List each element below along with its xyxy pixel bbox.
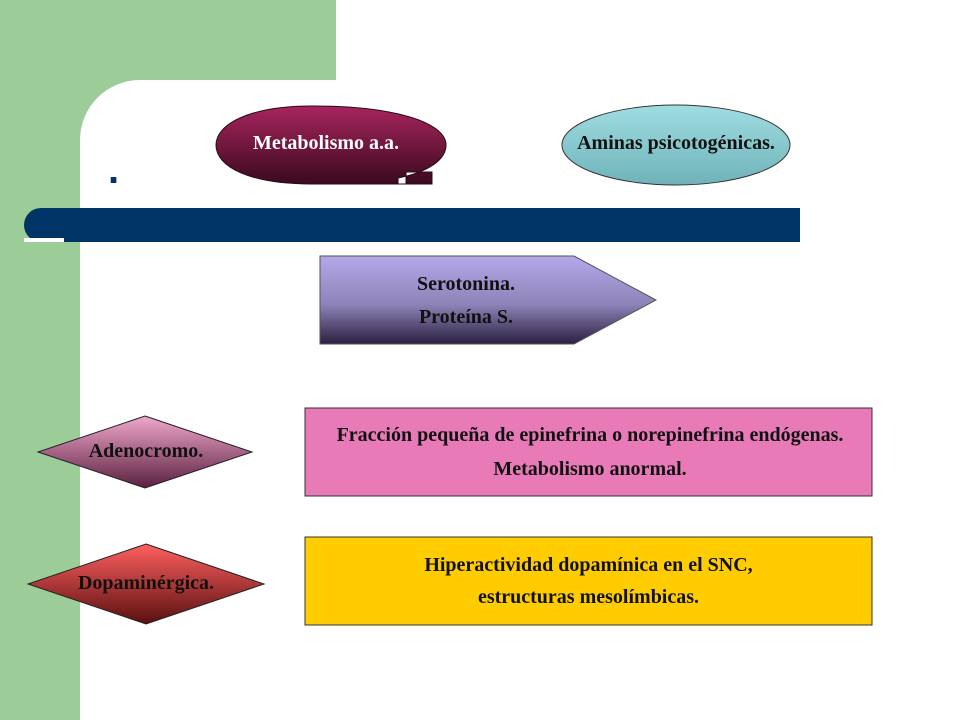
top-green-band bbox=[0, 0, 336, 80]
fraccion-box bbox=[304, 407, 873, 497]
hiper-label-1: Hiperactividad dopamínica en el SNC, bbox=[424, 554, 753, 576]
title-bar-notch bbox=[24, 238, 64, 242]
dopaminergica-label: Dopaminérgica. bbox=[77, 572, 215, 594]
title-bar bbox=[24, 208, 800, 242]
left-green-band bbox=[0, 0, 80, 720]
serotonina-shape bbox=[319, 255, 658, 345]
serotonina-label-2: Proteína S. bbox=[418, 306, 514, 328]
hiper-box bbox=[304, 536, 873, 626]
dopaminergica-shape bbox=[26, 543, 266, 625]
metabolismo-label: Metabolismo a.a. bbox=[252, 132, 400, 154]
hiper-label-2: estructuras mesolímbicas. bbox=[477, 586, 700, 608]
adenocromo-label: Adenocromo. bbox=[88, 440, 204, 462]
adenocromo-shape bbox=[36, 415, 254, 489]
metabolismo-shape bbox=[215, 105, 447, 185]
serotonina-label-1: Serotonina. bbox=[417, 273, 515, 295]
fraccion-label-1: Fracción pequeña de epinefrina o norepin… bbox=[336, 424, 844, 446]
aminas-shape bbox=[561, 104, 791, 186]
fraccion-label-2: Metabolismo anormal. bbox=[493, 458, 687, 480]
aminas-label: Aminas psicotogénicas. bbox=[577, 132, 775, 154]
bullet: . bbox=[108, 148, 120, 192]
